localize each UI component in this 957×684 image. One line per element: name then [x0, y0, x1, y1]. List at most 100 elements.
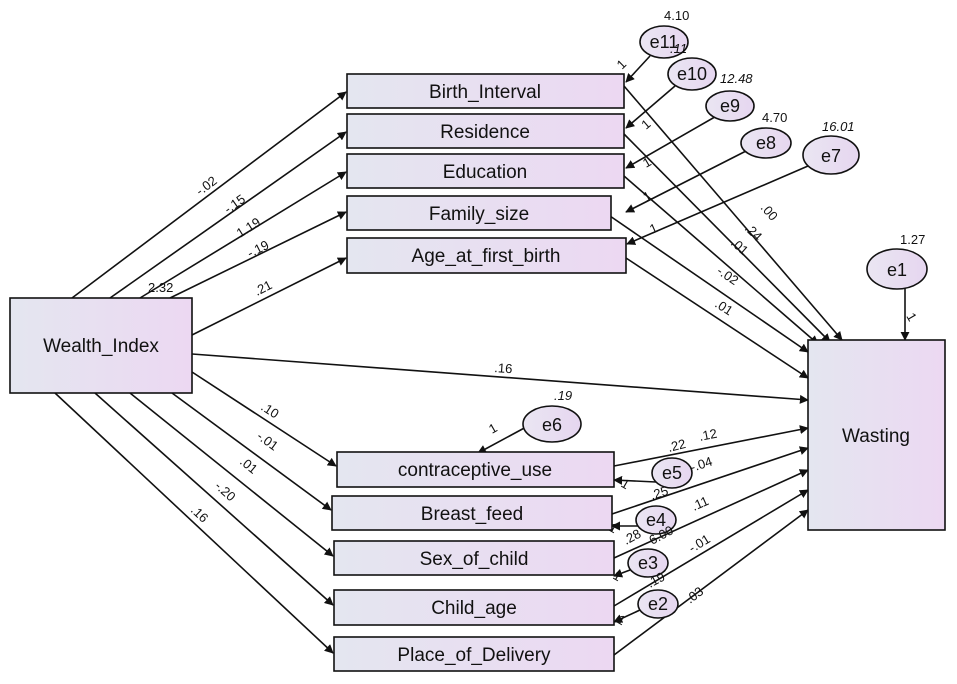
ellipse-e4: e4 — [635, 505, 677, 535]
path-e5 — [613, 475, 657, 485]
path-wealth-education — [139, 171, 347, 299]
ellipse-e5: e5 — [651, 457, 693, 489]
path-e2 — [613, 609, 641, 623]
path-breast-feed-wasting — [611, 446, 809, 515]
label-e3: e3 — [638, 553, 658, 573]
weight-e5: 1 — [619, 476, 633, 493]
coef-wealth-sex-child: .01 — [237, 454, 260, 477]
coef-wealth-birth-interval: -.02 — [193, 173, 220, 198]
coef-child-age-wasting: -.01 — [686, 531, 713, 555]
path-wealth-child-age — [94, 392, 334, 606]
label-e9: e9 — [720, 96, 740, 116]
label-breast-feed: Breast_feed — [421, 504, 523, 525]
variance-e5: .22 — [666, 436, 687, 455]
variance-e6: .19 — [554, 388, 572, 403]
label-e2: e2 — [648, 594, 668, 614]
variance-e11: 4.10 — [664, 8, 689, 23]
coef-education-wasting: .01 — [728, 235, 751, 258]
label-e6: e6 — [542, 415, 562, 435]
path-e11 — [625, 55, 651, 83]
label-child-age: Child_age — [431, 598, 517, 619]
weight-e2: 1 — [615, 612, 629, 629]
label-contraceptive-use: contraceptive_use — [398, 460, 552, 481]
box-child-age: Child_age — [333, 589, 615, 626]
variance-e7: 16.01 — [822, 119, 855, 134]
weight-e11: 1 — [614, 56, 630, 72]
label-e8: e8 — [756, 133, 776, 153]
wasting-paths — [609, 85, 843, 656]
ellipse-e8: e8 — [740, 127, 792, 159]
path-sex-child-wasting — [613, 469, 809, 559]
label-residence: Residence — [440, 122, 530, 143]
path-e6 — [477, 425, 529, 454]
coef-sex-child-wasting: .11 — [689, 493, 711, 514]
variance-wealth-index: 2.32 — [148, 280, 173, 295]
box-sex-of-child: Sex_of_child — [333, 540, 615, 576]
path-place-delivery-wasting — [613, 509, 809, 656]
box-wasting: Wasting — [807, 339, 946, 531]
path-age-first-birth-wasting — [625, 257, 809, 379]
path-wealth-place-delivery — [54, 392, 334, 654]
variance-e10: .11 — [670, 41, 687, 56]
weight-e1: 1 — [903, 310, 920, 324]
variance-e4: .25 — [648, 483, 670, 503]
coef-family-size-wasting: -.02 — [714, 263, 741, 288]
box-breast-feed: Breast_feed — [331, 495, 613, 531]
path-wealth-family-size — [169, 211, 347, 299]
observed-variables: Wealth_Index Wasting Birth_Interval Resi… — [9, 73, 946, 672]
path-e9 — [625, 113, 721, 169]
coef-wealth-age-first-birth: .21 — [252, 277, 275, 299]
variance-e3: .28 — [620, 526, 643, 548]
label-sex-of-child: Sex_of_child — [420, 549, 529, 570]
path-e10 — [625, 85, 676, 129]
path-family-size-wasting — [609, 215, 809, 353]
label-e11: e11 — [650, 32, 679, 52]
ellipse-e1: e1 — [866, 248, 928, 290]
box-education: Education — [346, 153, 625, 189]
path-e7 — [626, 165, 809, 245]
label-e1: e1 — [887, 260, 907, 280]
label-education: Education — [443, 162, 528, 183]
variance-e8: 4.70 — [762, 110, 787, 125]
label-birth-interval: Birth_Interval — [429, 82, 541, 103]
error-paths — [477, 55, 910, 623]
weight-e6: 1 — [486, 420, 500, 437]
variance-e1: 1.27 — [900, 232, 925, 247]
label-wasting: Wasting — [842, 426, 910, 447]
coef-wealth-place-delivery: .16 — [188, 502, 211, 525]
label-e5: e5 — [662, 463, 682, 483]
path-birth-interval-wasting — [623, 85, 843, 341]
coef-place-delivery-wasting: .03 — [683, 584, 706, 607]
weight-e8: 1 — [640, 188, 653, 205]
coef-wealth-residence: -.15 — [221, 191, 248, 216]
error-terms: e11 e10 e9 e8 e7 e1 e6 e5 — [522, 25, 928, 619]
coef-wealth-breast-feed: -.01 — [254, 428, 281, 453]
path-e8 — [625, 149, 749, 213]
path-wealth-wasting — [191, 353, 809, 404]
variance-e2: .19 — [644, 569, 667, 591]
path-child-age-wasting — [613, 489, 809, 607]
box-family-size: Family_size — [346, 195, 612, 231]
box-age-at-first-birth: Age_at_first_birth — [346, 237, 627, 274]
ellipse-e6: e6 — [522, 405, 582, 443]
wealth-paths — [54, 91, 809, 654]
ellipse-e2: e2 — [637, 589, 679, 619]
coef-contraceptive-wasting: .12 — [698, 426, 719, 444]
label-family-size: Family_size — [429, 204, 529, 225]
path-wealth-contraceptive — [191, 371, 337, 467]
path-education-wasting — [623, 175, 819, 345]
path-wealth-residence — [109, 131, 347, 299]
box-wealth-index: Wealth_Index — [9, 297, 193, 394]
coef-wealth-education: 1.19 — [234, 214, 263, 240]
label-e7: e7 — [821, 146, 841, 166]
label-e10: e10 — [677, 64, 707, 84]
path-contraceptive-wasting — [613, 425, 809, 467]
coef-birth-interval-wasting: .00 — [758, 200, 781, 223]
ellipse-e11: e11 — [639, 25, 689, 59]
label-place-of-delivery: Place_of_Delivery — [397, 645, 551, 666]
variance-e9: 12.48 — [720, 71, 753, 86]
path-residence-wasting — [623, 133, 831, 343]
ellipse-e7: e7 — [802, 135, 860, 175]
path-wealth-sex-child — [129, 392, 334, 557]
path-e3 — [613, 568, 631, 578]
